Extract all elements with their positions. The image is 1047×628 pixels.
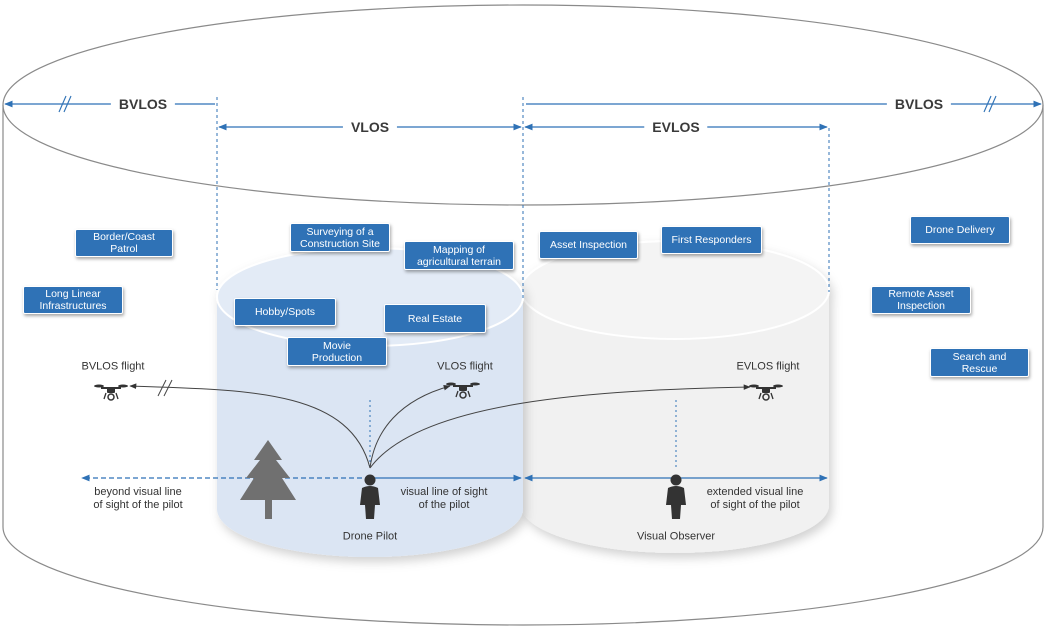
use-case-drone-delivery: Drone Delivery [910, 216, 1010, 244]
zone-label-bvlos-right: BVLOS [886, 96, 952, 112]
use-case-surveying: Surveying of a Construction Site [290, 223, 390, 252]
bvlos-flight-label: BVLOS flight [81, 360, 145, 373]
evlos-flight-label: EVLOS flight [736, 360, 800, 373]
use-case-mapping: Mapping of agricultural terrain [404, 241, 514, 270]
extended-visual-line-label: extended visual line of sight of the pil… [706, 486, 804, 511]
bvlos-flight-break [157, 379, 173, 397]
use-case-search-and-rescue: Search and Rescue [930, 348, 1029, 377]
vlos-flight-label: VLOS flight [437, 360, 493, 373]
use-case-movie-production: Movie Production [287, 337, 387, 366]
drone-pilot-label: Drone Pilot [342, 530, 398, 543]
zone-boundaries [216, 97, 830, 300]
bvlos-drone-icon [94, 384, 128, 401]
zone-label-bvlos-left: BVLOS [110, 96, 176, 112]
zone-label-vlos: VLOS [342, 119, 398, 135]
zone-label-evlos: EVLOS [644, 119, 708, 135]
visual-line-label: visual line of sight of the pilot [400, 486, 488, 511]
use-case-hobby: Hobby/Spots [234, 298, 336, 326]
use-case-long-linear-infrastructures: Long Linear Infrastructures [23, 286, 123, 314]
break-marks [58, 95, 997, 113]
beyond-visual-line-label: beyond visual line of sight of the pilot [93, 486, 183, 511]
use-case-asset-inspection: Asset Inspection [539, 231, 638, 259]
visual-observer-icon [666, 474, 686, 519]
sight-markers [369, 400, 677, 470]
use-case-border-coast-patrol: Border/Coast Patrol [75, 229, 173, 257]
flight-paths [129, 383, 751, 469]
use-case-remote-asset-inspection: Remote Asset Inspection [871, 286, 971, 314]
evlos-cylinder [520, 240, 830, 553]
vlos-drone-icon [446, 382, 480, 399]
use-case-real-estate: Real Estate [384, 304, 486, 333]
use-case-first-responders: First Responders [661, 226, 762, 254]
visual-observer-label: Visual Observer [636, 530, 716, 543]
drone-pilot-icon [360, 474, 380, 519]
tree-icon [240, 440, 296, 519]
evlos-drone-icon [749, 384, 783, 401]
